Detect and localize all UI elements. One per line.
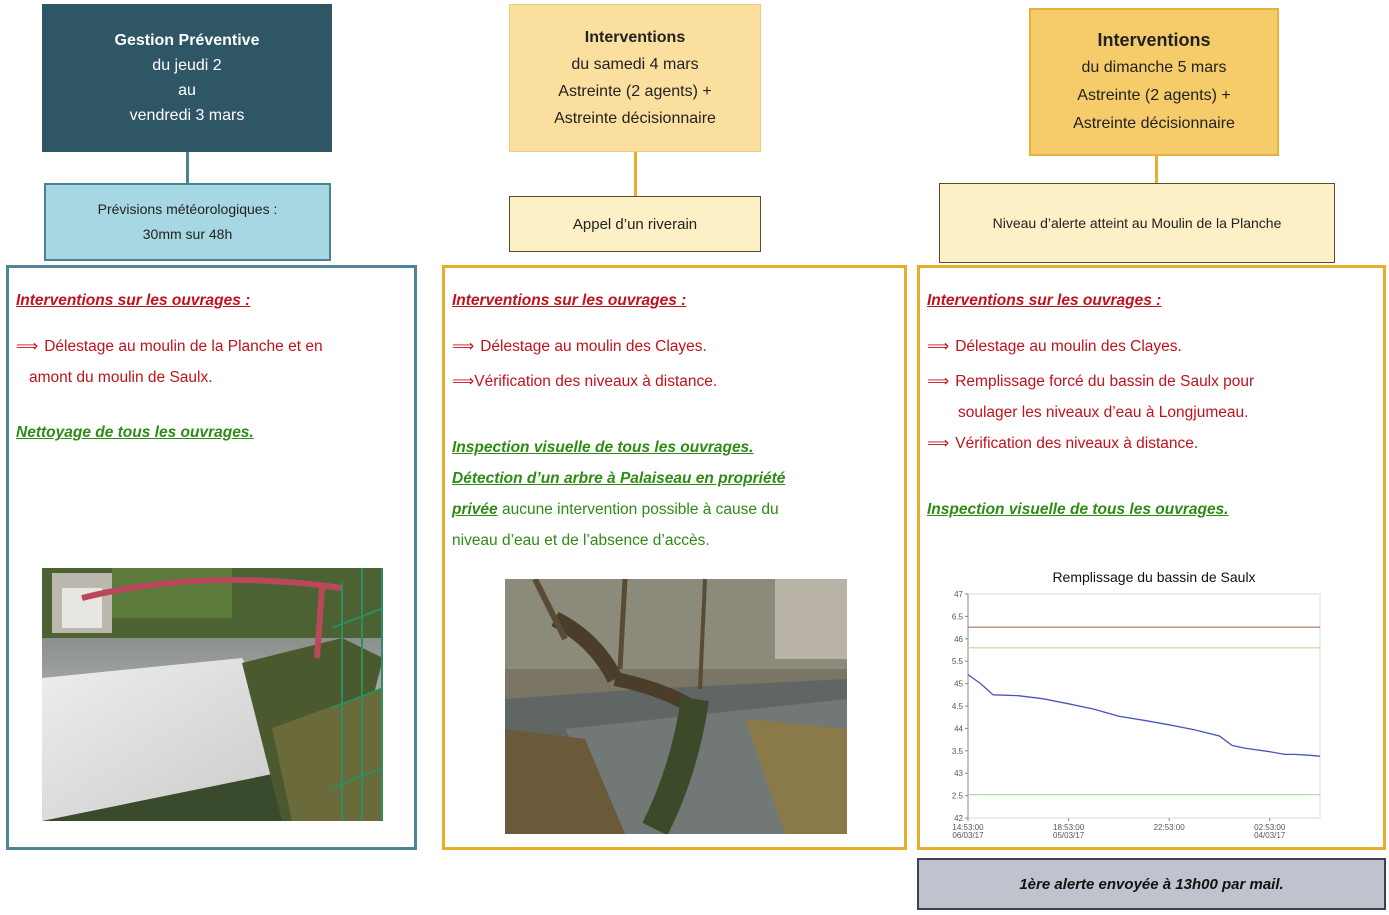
connector-line — [1155, 156, 1158, 183]
chart-title: Remplissage du bassin de Saulx — [1052, 569, 1255, 585]
header-line: Astreinte (2 agents) + — [558, 83, 712, 100]
panel-preventive: Interventions sur les ouvrages : ⟹ Délest… — [6, 265, 417, 850]
y-tick-label: 42 — [954, 814, 963, 823]
green-heading: Détection d’un arbre à Palaiseau en prop… — [452, 470, 786, 487]
green-text: niveau d’eau et de l’absence d’accès. — [452, 532, 710, 549]
header-line: vendredi 3 mars — [129, 107, 245, 124]
y-tick-label: 4.5 — [952, 702, 964, 711]
header-sunday: Interventions du dimanche 5 mars Astrein… — [1029, 8, 1279, 156]
green-text: privée aucune intervention possible à ca… — [452, 494, 896, 525]
panel-item: ⟹ Délestage au moulin des Clayes. — [927, 331, 1375, 362]
y-tick-label: 46 — [954, 635, 963, 644]
x-tick-date: 06/03/17 — [952, 831, 984, 840]
green-heading: Inspection visuelle de tous les ouvrages… — [452, 439, 754, 456]
y-tick-label: 3.5 — [952, 747, 964, 756]
item-text: Vérification des niveaux à distance. — [474, 373, 718, 390]
y-tick-label: 45 — [954, 680, 963, 689]
panel-item: ⟹ Remplissage forcé du bassin de Saulx po… — [927, 366, 1375, 397]
arrow-icon: ⟹ — [927, 435, 950, 452]
header-title: Gestion Préventive — [114, 32, 260, 49]
panel-item: ⟹Vérification des niveaux à distance. — [452, 366, 896, 397]
photo-fallen-tree — [505, 579, 847, 834]
x-tick-date: 04/03/17 — [1254, 831, 1286, 840]
y-tick-label: 5.5 — [952, 657, 964, 666]
item-text: Vérification des niveaux à distance. — [955, 435, 1199, 452]
x-tick-date: 05/03/17 — [1053, 831, 1085, 840]
item-text: Délestage au moulin de la Planche et en — [44, 338, 323, 355]
header-line: Astreinte décisionnaire — [554, 110, 716, 127]
x-tick-time: 02:53:00 — [1254, 823, 1286, 832]
item-text: Remplissage forcé du bassin de Saulx pou… — [955, 373, 1255, 390]
series-line — [967, 674, 1321, 757]
panel-item: ⟹ Délestage au moulin de la Planche et en — [16, 331, 406, 362]
panel-sunday: Interventions sur les ouvrages : ⟹ Délest… — [917, 265, 1386, 850]
header-line: au — [178, 82, 196, 99]
green-heading: Nettoyage de tous les ouvrages. — [16, 424, 254, 441]
header-title: Interventions — [584, 29, 686, 46]
alert-text: 1ère alerte envoyée à 13h00 par mail. — [1019, 875, 1284, 893]
alert-level-box: Niveau d’alerte atteint au Moulin de la … — [939, 183, 1335, 263]
connector-line — [186, 152, 189, 183]
arrow-icon: ⟹ — [927, 338, 950, 355]
panel-heading: Interventions sur les ouvrages : — [452, 292, 687, 309]
arrow-icon: ⟹ — [927, 373, 950, 390]
header-saturday: Interventions du samedi 4 mars Astreinte… — [509, 4, 761, 152]
arrow-icon: ⟹ — [16, 338, 39, 355]
y-tick-label: 47 — [954, 590, 963, 599]
panel-item-cont: soulager les niveaux d’eau à Longjumeau. — [958, 404, 1249, 421]
arrow-icon: ⟹ — [452, 338, 475, 355]
panel-item-cont: amont du moulin de Saulx. — [29, 369, 213, 386]
y-tick-label: 44 — [954, 724, 963, 733]
sub-line: 30mm sur 48h — [142, 226, 233, 242]
item-text: Délestage au moulin des Clayes. — [955, 338, 1182, 355]
green-text-part: aucune intervention possible à cause du — [497, 501, 779, 518]
header-title: Interventions — [1097, 30, 1211, 50]
panel-item: ⟹ Vérification des niveaux à distance. — [927, 428, 1375, 459]
y-tick-label: 2.5 — [952, 792, 964, 801]
sub-line: Niveau d’alerte atteint au Moulin de la … — [992, 215, 1282, 231]
sub-line: Prévisions météorologiques : — [97, 201, 278, 217]
header-preventive: Gestion Préventive du jeudi 2 au vendred… — [42, 4, 332, 152]
header-line: du jeudi 2 — [152, 57, 222, 74]
sub-line: Appel d’un riverain — [572, 215, 698, 233]
y-tick-label: 43 — [954, 769, 963, 778]
header-line: Astreinte décisionnaire — [1073, 115, 1235, 132]
panel-heading: Interventions sur les ouvrages : — [927, 292, 1162, 309]
alert-email-box: 1ère alerte envoyée à 13h00 par mail. — [917, 858, 1386, 910]
header-line: Astreinte (2 agents) + — [1077, 87, 1231, 104]
x-tick-time: 22:53:00 — [1154, 823, 1186, 832]
header-line: du dimanche 5 mars — [1081, 59, 1227, 76]
chart-bassin-saulx: Remplissage du bassin de Saulx 42 2.5 43 3.5… — [952, 569, 1321, 840]
photo-weir-planche — [42, 568, 383, 821]
panel-item: ⟹ Délestage au moulin des Clayes. — [452, 331, 896, 362]
header-line: du samedi 4 mars — [571, 56, 699, 73]
resident-call-box: Appel d’un riverain — [509, 196, 761, 252]
item-text: Délestage au moulin des Clayes. — [480, 338, 707, 355]
green-heading: Inspection visuelle de tous les ouvrages… — [927, 501, 1229, 518]
panel-heading: Interventions sur les ouvrages : — [16, 292, 251, 309]
panel-saturday: Interventions sur les ouvrages : ⟹ Délest… — [442, 265, 907, 850]
connector-line — [634, 152, 637, 196]
x-tick-time: 18:53:00 — [1053, 823, 1085, 832]
x-tick-time: 14:53:00 — [952, 823, 984, 832]
arrow-icon: ⟹ — [452, 373, 475, 390]
y-tick-label: 6.5 — [952, 612, 964, 621]
green-heading-part: privée — [452, 501, 498, 518]
weather-forecast-box: Prévisions météorologiques : 30mm sur 48… — [44, 183, 331, 261]
